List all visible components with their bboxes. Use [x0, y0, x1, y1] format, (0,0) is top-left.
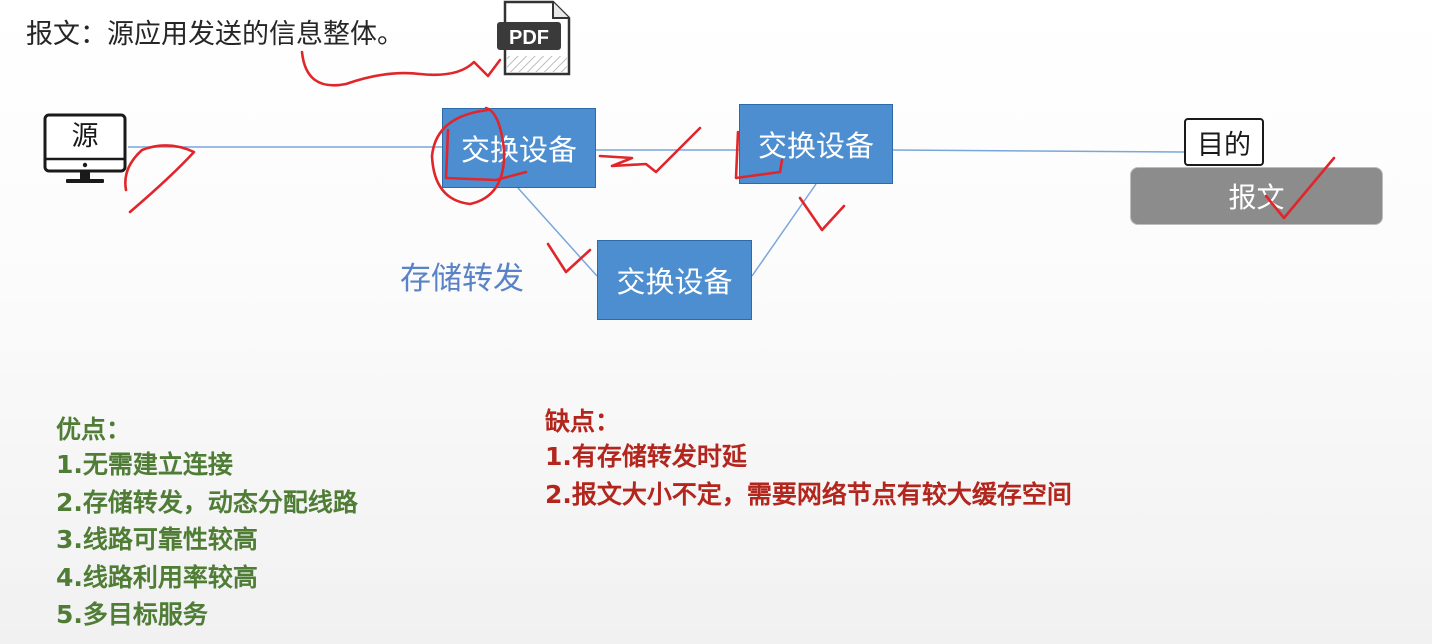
pros-item: 3.线路可靠性较高 [56, 525, 258, 554]
link-switch3-switch2 [751, 183, 817, 277]
link-switch2-destination [892, 149, 1185, 153]
link-switch1-switch3 [517, 187, 598, 277]
pros-title: 优点： [56, 415, 132, 444]
pros-list: 1.无需建立连接 2.存储转发，动态分配线路 3.线路可靠性较高 4.线路利用率… [56, 446, 358, 634]
cons-item: 2.报文大小不定，需要网络节点有较大缓存空间 [545, 479, 1072, 509]
pdf-icon-label: PDF [509, 27, 549, 49]
pros-item: 2.存储转发，动态分配线路 [56, 487, 358, 517]
cons-title: 缺点： [545, 407, 621, 436]
source-label: 源 [71, 121, 99, 152]
pros-item: 4.线路利用率较高 [56, 562, 258, 592]
cons-item: 1.有存储转发时延 [545, 442, 747, 471]
message-definition: 报文：源应用发送的信息整体。 [26, 19, 404, 50]
switch-device-2: 交换设备 [739, 104, 893, 184]
switch-device-3: 交换设备 [597, 240, 752, 320]
source-computer-icon [43, 113, 127, 183]
store-and-forward-label: 存储转发 [400, 261, 524, 297]
switch-device-1: 交换设备 [442, 108, 596, 188]
cons-list: 1.有存储转发时延 2.报文大小不定，需要网络节点有较大缓存空间 [545, 438, 1072, 513]
pdf-file-icon: PDF [497, 0, 571, 76]
message-box: 报文 [1130, 167, 1383, 225]
destination-label: 目的 [1184, 118, 1264, 166]
pros-item: 1.无需建立连接 [56, 450, 233, 479]
pros-item: 5.多目标服务 [56, 600, 208, 629]
